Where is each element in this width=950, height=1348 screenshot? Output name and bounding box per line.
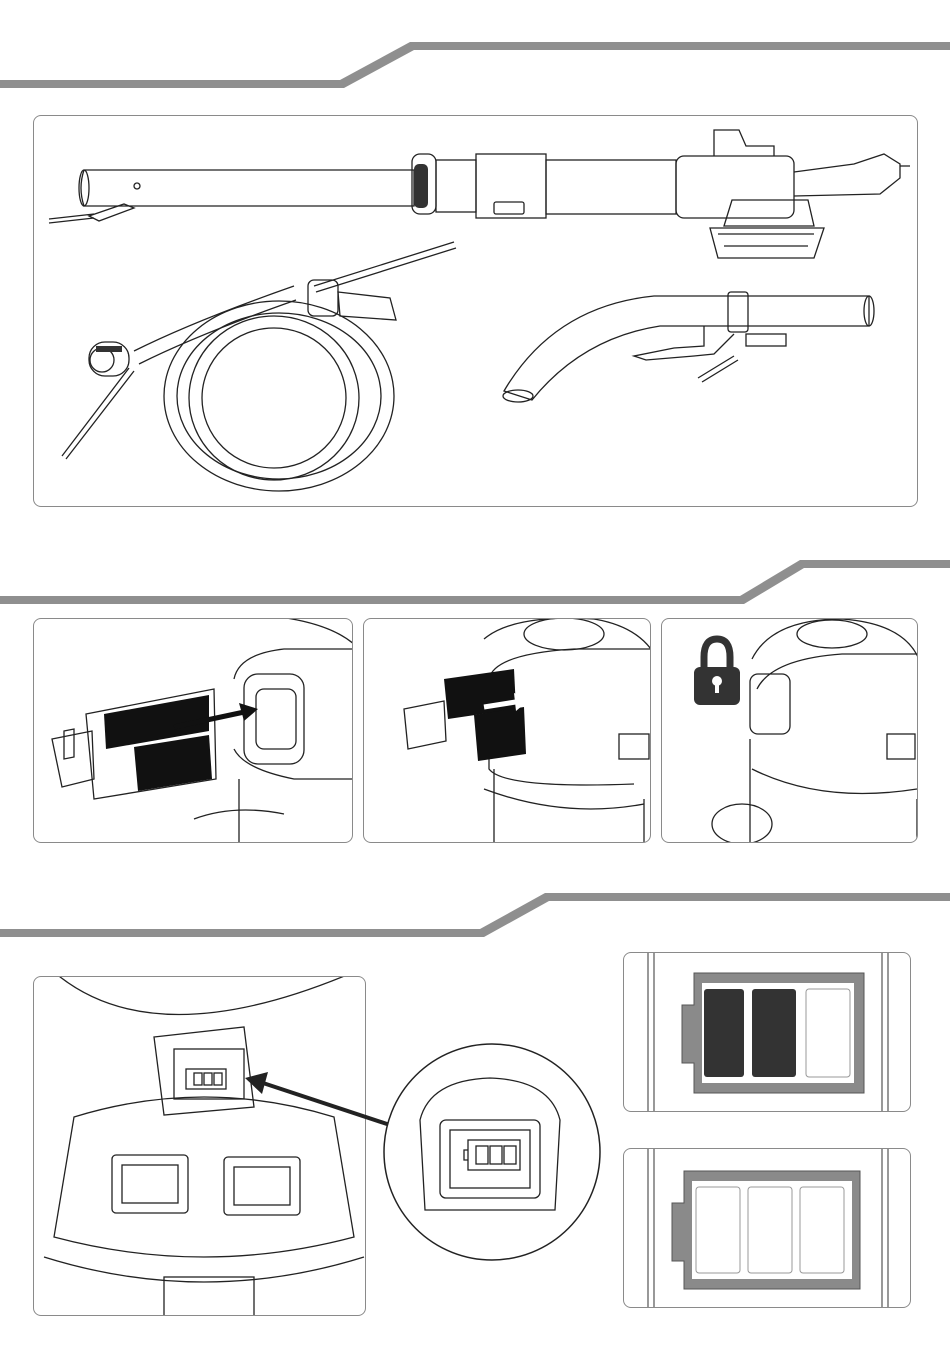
hose-assembly — [62, 242, 456, 491]
trigger-handle — [503, 292, 874, 402]
battery-level-empty — [623, 1148, 911, 1308]
indicator-magnified-view — [380, 1040, 605, 1265]
section-header-band-2 — [0, 550, 950, 610]
section-header-band-1 — [0, 0, 950, 90]
arrow-icon — [240, 1070, 400, 1140]
battery-indicator-icon — [186, 1069, 226, 1089]
indicator-location-panel — [33, 976, 366, 1316]
battery-insert-step-1 — [33, 618, 353, 843]
section-header-band-3 — [0, 885, 950, 945]
battery-insert-step-2 — [363, 618, 651, 843]
battery-locked-step-3 — [661, 618, 918, 843]
extension-wand — [49, 130, 910, 258]
battery-level-partial — [623, 952, 911, 1112]
lock-icon — [694, 639, 740, 705]
accessories-illustration — [34, 116, 918, 507]
accessories-panel — [33, 115, 918, 507]
